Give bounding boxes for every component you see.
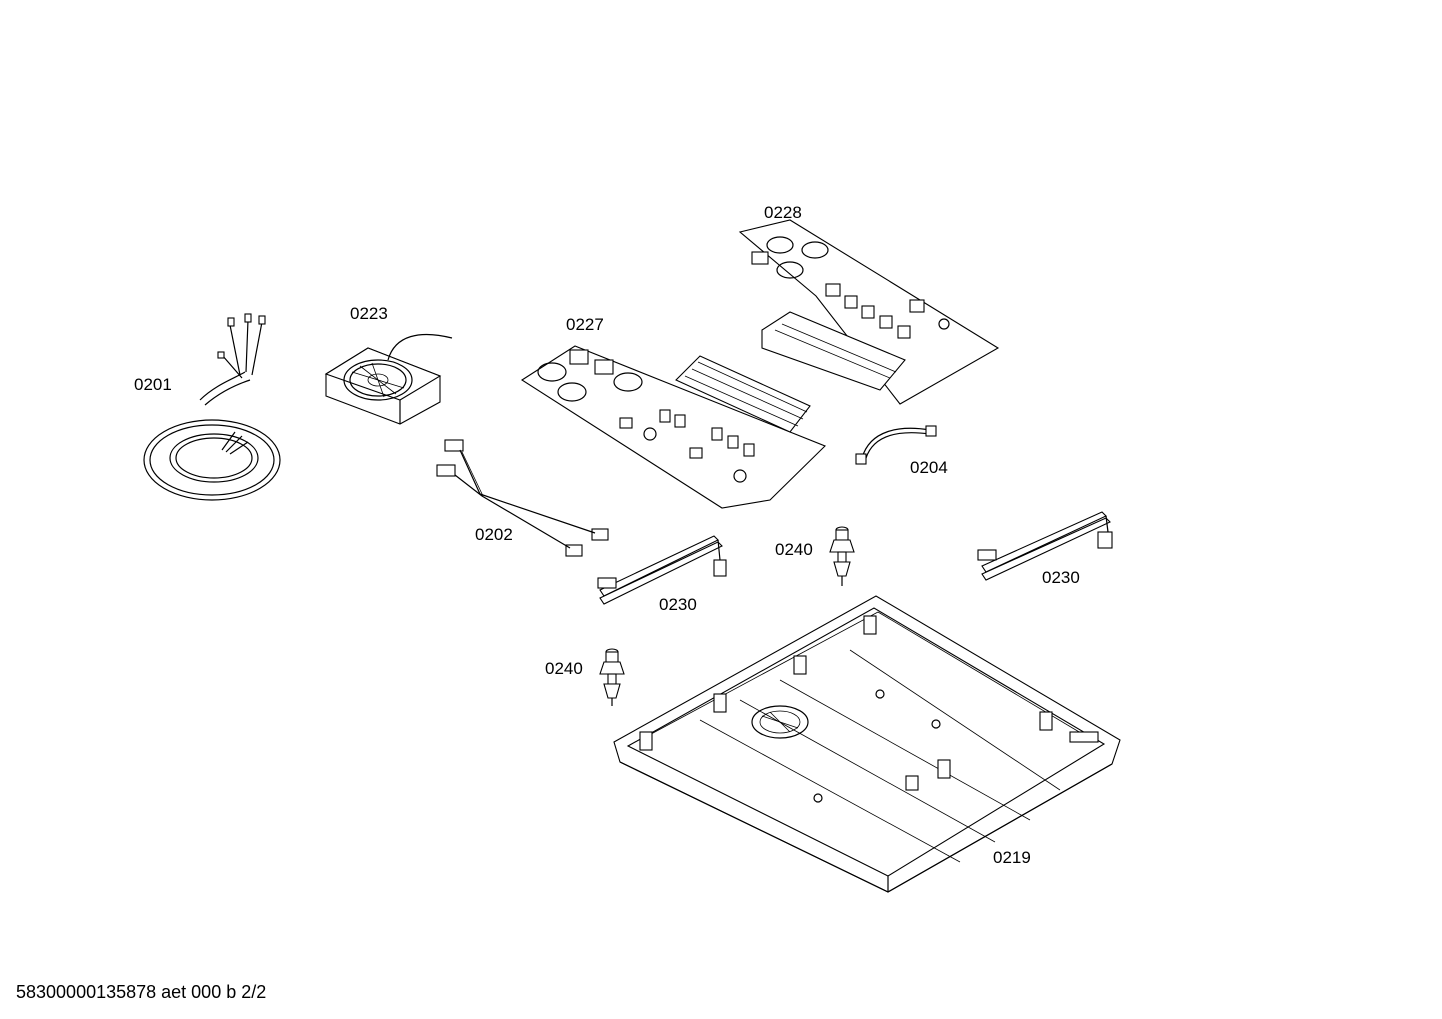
part-ribbon-right-drawing <box>977 511 1113 581</box>
part-standoff-2-drawing <box>599 648 625 706</box>
part-board-b-drawing <box>738 219 1000 405</box>
part-ribbon-small-drawing <box>855 425 937 465</box>
label-harness: 0202 <box>475 525 513 544</box>
label-cable: 0201 <box>134 375 172 394</box>
label-ribbon-left: 0230 <box>659 595 697 614</box>
label-board-b: 0228 <box>764 203 802 222</box>
part-fan-drawing <box>324 333 453 425</box>
label-ribbon-small: 0204 <box>910 458 948 477</box>
label-fan: 0223 <box>350 304 388 323</box>
label-housing: 0219 <box>993 848 1031 867</box>
label-ribbon-right: 0230 <box>1042 568 1080 587</box>
part-ribbon-left-drawing <box>597 535 727 605</box>
label-standoff-2: 0240 <box>545 659 583 678</box>
label-standoff-1: 0240 <box>775 540 813 559</box>
part-standoff-1-drawing <box>829 526 855 586</box>
label-board-a: 0227 <box>566 315 604 334</box>
part-harness-drawing <box>436 439 609 557</box>
document-id-footer: 58300000135878 aet 000 b 2/2 <box>16 982 267 1002</box>
part-board-a-drawing <box>520 345 826 509</box>
part-housing-drawing <box>613 595 1121 893</box>
part-cable-drawing <box>143 313 281 501</box>
